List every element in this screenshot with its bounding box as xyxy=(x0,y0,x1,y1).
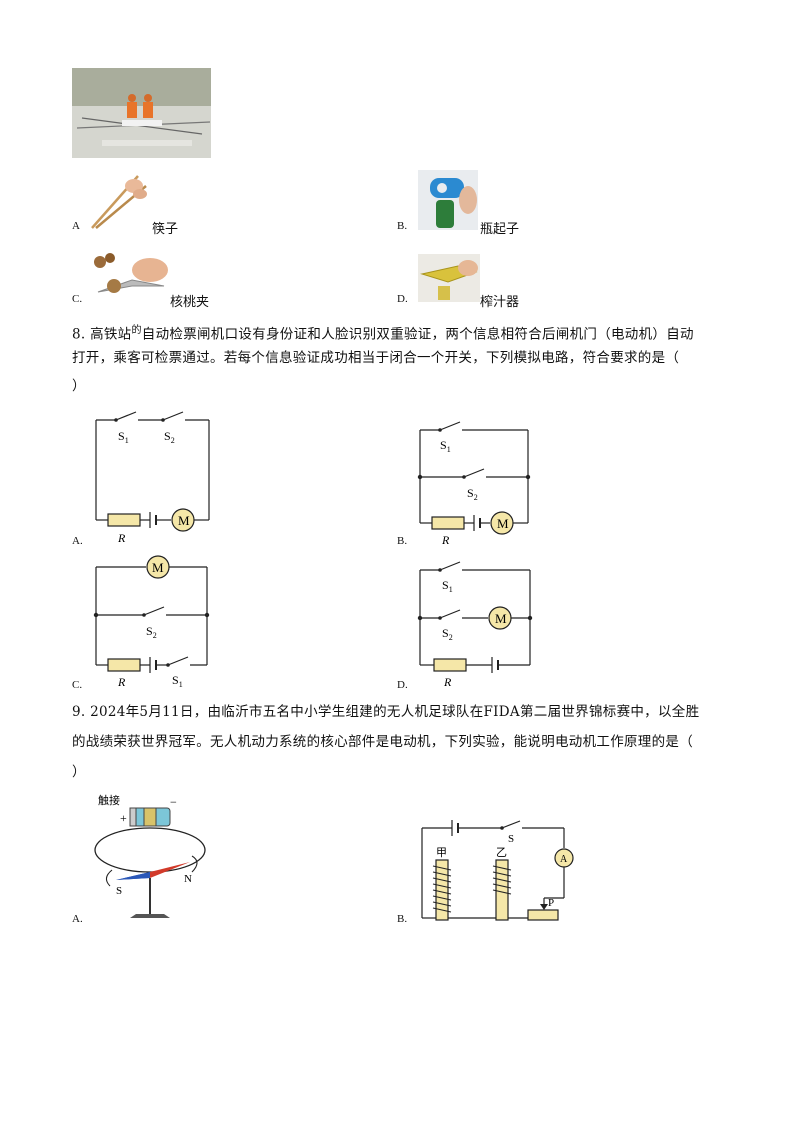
q8d-s2-sub: 2 xyxy=(449,633,453,642)
q9-line-3: ） xyxy=(72,764,86,780)
q9-figure-b-electromagnets: 甲 乙 S A P xyxy=(421,820,574,921)
q8-number: 8. xyxy=(72,326,86,343)
q8d-r: R xyxy=(443,675,452,689)
q8b-s1-sub: 1 xyxy=(447,445,451,454)
q9b-p: P xyxy=(548,897,554,909)
q8c-s2: S xyxy=(146,624,153,638)
svg-text:S2: S2 xyxy=(146,624,157,640)
q8-option-b: B. xyxy=(397,535,408,547)
q7-option-a-letter: A xyxy=(72,220,80,232)
q8-option-d: D. xyxy=(397,679,408,691)
q8-option-c: C. xyxy=(72,679,83,691)
rowing-photo xyxy=(72,68,211,158)
juicer-image xyxy=(418,254,480,302)
svg-text:S1: S1 xyxy=(442,578,453,594)
q7-option-c-caption: 核桃夹 xyxy=(170,295,210,310)
q8-text-b: 自动检票闸机口设有身份证和人脸识别双重验证，两个信息相符合后闸机门（电动机）自动 xyxy=(141,326,694,343)
q9b-a: A xyxy=(560,854,568,865)
q8d-s1: S xyxy=(442,578,449,592)
q9-option-b: B. xyxy=(397,913,408,925)
svg-text:S1: S1 xyxy=(172,673,183,688)
bottle-opener-image xyxy=(418,170,478,230)
q8a-r: R xyxy=(117,531,126,545)
q8-circuit-b: S1 S2 R M xyxy=(417,421,531,547)
svg-text:S2: S2 xyxy=(442,626,453,642)
chopsticks-image xyxy=(88,168,150,230)
q8b-r: R xyxy=(441,533,450,547)
q8c-s1: S xyxy=(172,673,179,687)
q8b-m: M xyxy=(497,516,509,531)
q7-option-b-letter: B. xyxy=(397,220,408,232)
q8-circuit-d: S1 S2 M R xyxy=(417,561,533,689)
svg-text:S1: S1 xyxy=(440,438,451,454)
q8a-s1-sub: 1 xyxy=(125,436,129,445)
q7-option-a-caption: 筷子 xyxy=(152,222,179,237)
q9a-s: S xyxy=(116,885,122,897)
q8b-s2: S xyxy=(467,486,474,500)
q8d-m: M xyxy=(495,611,507,626)
svg-text:S2: S2 xyxy=(164,429,175,445)
q9-text-1: 2024年5月11日，由临沂市五名中小学生组建的无人机足球队在FIDA第二届世界… xyxy=(90,704,700,720)
q8a-s2: S xyxy=(164,429,171,443)
q9a-minus: − xyxy=(170,795,177,809)
nutcracker-image xyxy=(92,252,170,302)
q8d-s2: S xyxy=(442,626,449,640)
q9b-jia: 甲 xyxy=(436,847,447,859)
q7-option-c-letter: C. xyxy=(72,293,83,305)
q9-figure-a-oersted: 触接 + − S N xyxy=(94,793,206,918)
q8-sup: 的 xyxy=(131,325,142,336)
q8c-r: R xyxy=(117,675,126,688)
q9a-touch-label: 触接 xyxy=(98,793,120,807)
svg-text:S2: S2 xyxy=(467,486,478,502)
q9b-s: S xyxy=(508,833,514,845)
svg-text:S1: S1 xyxy=(118,429,129,445)
q9-number: 9. xyxy=(72,704,86,720)
q8a-s2-sub: 2 xyxy=(171,436,175,445)
q9a-n: N xyxy=(184,873,192,885)
q8c-m: M xyxy=(152,560,164,575)
q8-line-1: 8. 高铁站的自动检票闸机口设有身份证和人脸识别双重验证，两个信息相符合后闸机门… xyxy=(72,320,694,346)
q9-line-2: 的战绩荣获世界冠军。无人机动力系统的核心部件是电动机，下列实验，能说明电动机工作… xyxy=(72,734,693,750)
q8-circuit-a: S1 S2 R M xyxy=(95,411,210,545)
q8a-s1: S xyxy=(118,429,125,443)
q8-option-a: A. xyxy=(72,535,83,547)
q9b-yi: 乙 xyxy=(496,846,507,859)
q8-line-2: 打开，乘客可检票通过。若每个信息验证成功相当于闭合一个开关，下列模拟电路，符合要… xyxy=(72,350,680,366)
q8c-s2-sub: 2 xyxy=(153,631,157,640)
q8d-s1-sub: 1 xyxy=(449,585,453,594)
q7-option-d-letter: D. xyxy=(397,293,408,305)
q8b-s1: S xyxy=(440,438,447,452)
q8-line-3: ） xyxy=(72,378,86,394)
q8c-s1-sub: 1 xyxy=(179,680,183,688)
q8b-s2-sub: 2 xyxy=(474,493,478,502)
q8a-m: M xyxy=(178,513,190,528)
q9-option-a: A. xyxy=(72,913,83,925)
q7-option-d-caption: 榨汁器 xyxy=(480,295,520,310)
q9a-plus: + xyxy=(120,811,127,825)
q7-option-b-caption: 瓶起子 xyxy=(480,222,520,237)
q8-circuit-c: M S2 R S1 xyxy=(93,555,210,688)
q9-line-1: 9. 2024年5月11日，由临沂市五名中小学生组建的无人机足球队在FIDA第二… xyxy=(72,702,699,723)
q8-text-a: 高铁站 xyxy=(90,326,132,343)
